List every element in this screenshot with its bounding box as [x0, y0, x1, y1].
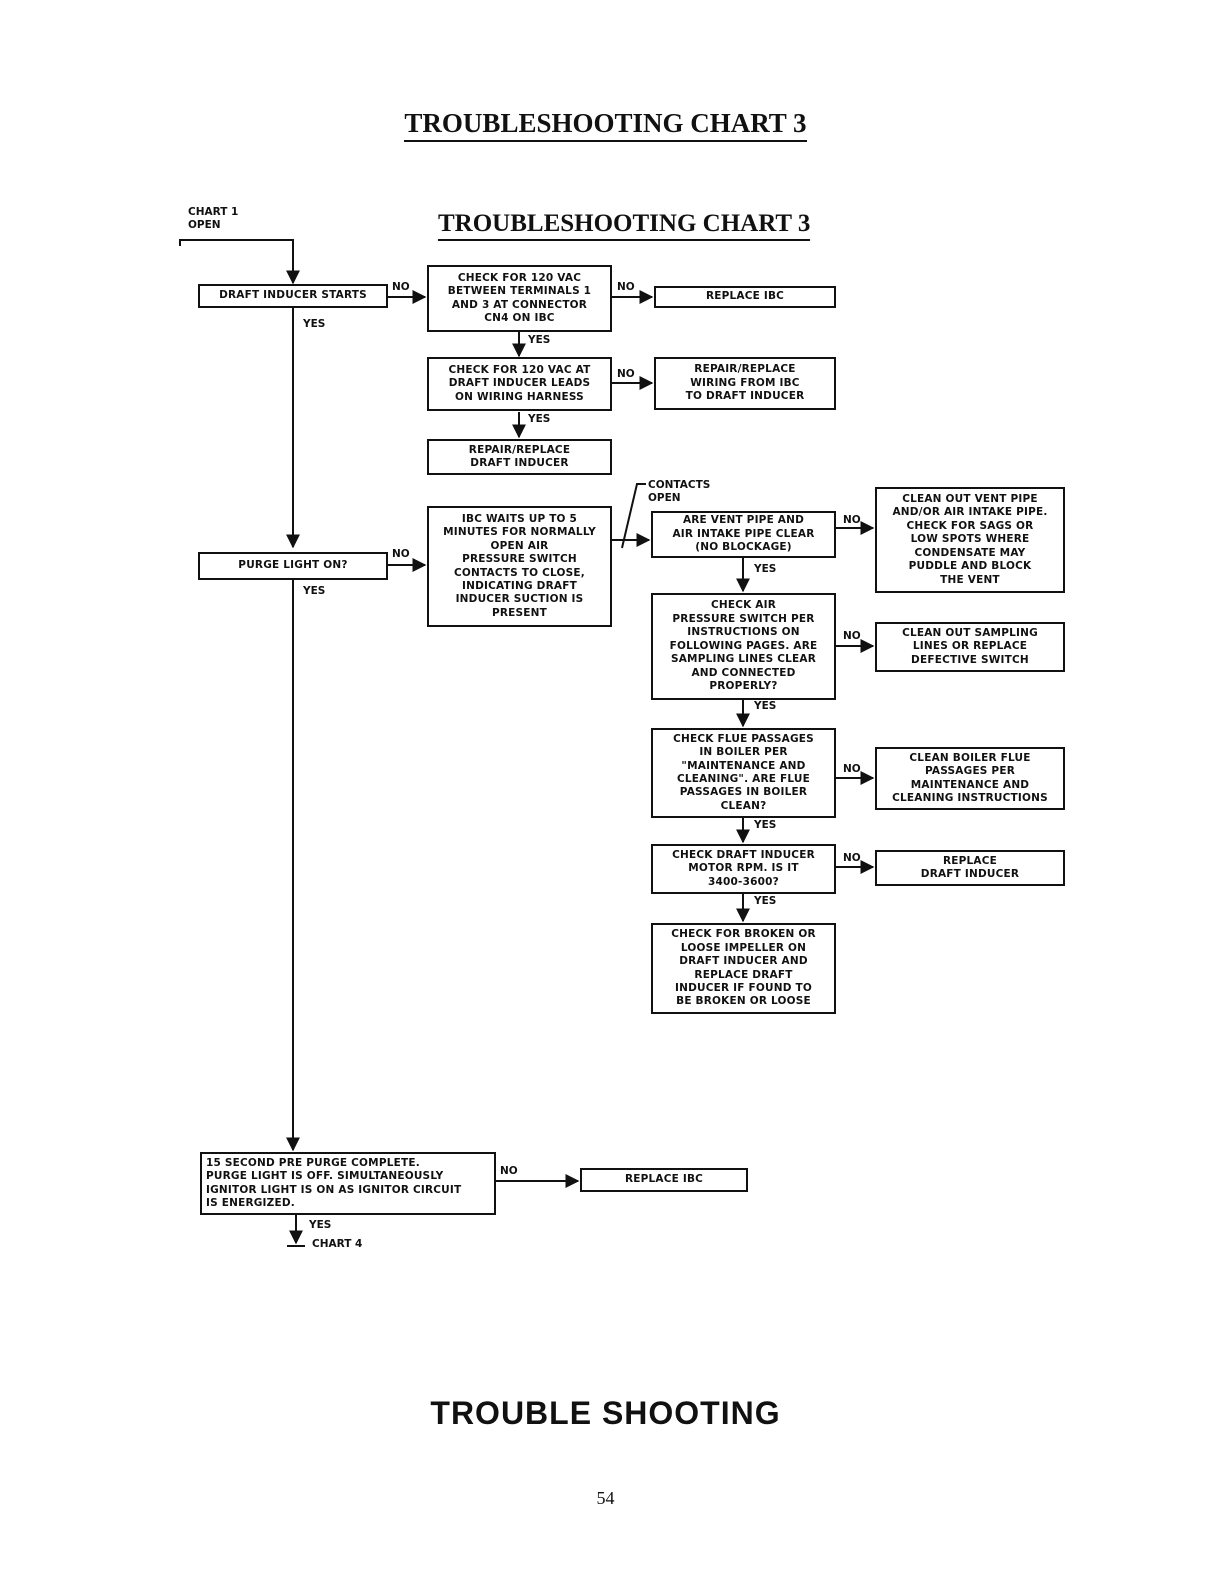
no-label: NO: [843, 630, 861, 642]
replace-inducer-box: REPLACE DRAFT INDUCER: [875, 850, 1065, 886]
repair-wiring-box: REPAIR/REPLACE WIRING FROM IBC TO DRAFT …: [654, 357, 836, 410]
check-impeller-box: CHECK FOR BROKEN OR LOOSE IMPELLER ON DR…: [651, 923, 836, 1014]
clean-vent-box: CLEAN OUT VENT PIPE AND/OR AIR INTAKE PI…: [875, 487, 1065, 593]
clean-flue-box: CLEAN BOILER FLUE PASSAGES PER MAINTENAN…: [875, 747, 1065, 810]
yes-label: YES: [754, 563, 777, 575]
purge-light-on-box: PURGE LIGHT ON?: [198, 552, 388, 580]
check-flue-box: CHECK FLUE PASSAGES IN BOILER PER "MAINT…: [651, 728, 836, 818]
yes-label: YES: [754, 895, 777, 907]
no-label: NO: [392, 281, 410, 293]
replace-ibc-top-box: REPLACE IBC: [654, 286, 836, 308]
yes-label: YES: [754, 819, 777, 831]
check-rpm-box: CHECK DRAFT INDUCER MOTOR RPM. IS IT 340…: [651, 844, 836, 894]
yes-label: YES: [754, 700, 777, 712]
clean-sampling-box: CLEAN OUT SAMPLING LINES OR REPLACE DEFE…: [875, 622, 1065, 672]
check-pressure-switch-box: CHECK AIR PRESSURE SWITCH PER INSTRUCTIO…: [651, 593, 836, 700]
page-number: 54: [596, 1488, 615, 1508]
contacts-open-label: CONTACTS OPEN: [648, 479, 711, 504]
pre-purge-box: 15 SECOND PRE PURGE COMPLETE. PURGE LIGH…: [200, 1152, 496, 1215]
no-label: NO: [617, 368, 635, 380]
no-label: NO: [617, 281, 635, 293]
footer-title: TROUBLE SHOOTING: [430, 1395, 781, 1431]
check-120vac-leads-box: CHECK FOR 120 VAC AT DRAFT INDUCER LEADS…: [427, 357, 612, 411]
no-label: NO: [843, 852, 861, 864]
yes-label: YES: [528, 413, 551, 425]
yes-label: YES: [309, 1219, 332, 1231]
no-label: NO: [500, 1165, 518, 1177]
chart-title: TROUBLESHOOTING CHART 3: [438, 210, 811, 241]
ibc-waits-box: IBC WAITS UP TO 5 MINUTES FOR NORMALLY O…: [427, 506, 612, 627]
vent-pipe-clear-box: ARE VENT PIPE AND AIR INTAKE PIPE CLEAR …: [651, 511, 836, 558]
start-label: CHART 1 OPEN: [188, 206, 239, 231]
check-120vac-terminals-box: CHECK FOR 120 VAC BETWEEN TERMINALS 1 AN…: [427, 265, 612, 332]
no-label: NO: [843, 514, 861, 526]
yes-label: YES: [303, 585, 326, 597]
page-title: TROUBLESHOOTING CHART 3: [0, 108, 1211, 142]
no-label: NO: [392, 548, 410, 560]
chart4-label: CHART 4: [312, 1238, 363, 1250]
yes-label: YES: [528, 334, 551, 346]
draft-inducer-starts-box: DRAFT INDUCER STARTS: [198, 284, 388, 308]
yes-label: YES: [303, 318, 326, 330]
repair-inducer-box: REPAIR/REPLACE DRAFT INDUCER: [427, 439, 612, 475]
replace-ibc-bottom-box: REPLACE IBC: [580, 1168, 748, 1192]
no-label: NO: [843, 763, 861, 775]
